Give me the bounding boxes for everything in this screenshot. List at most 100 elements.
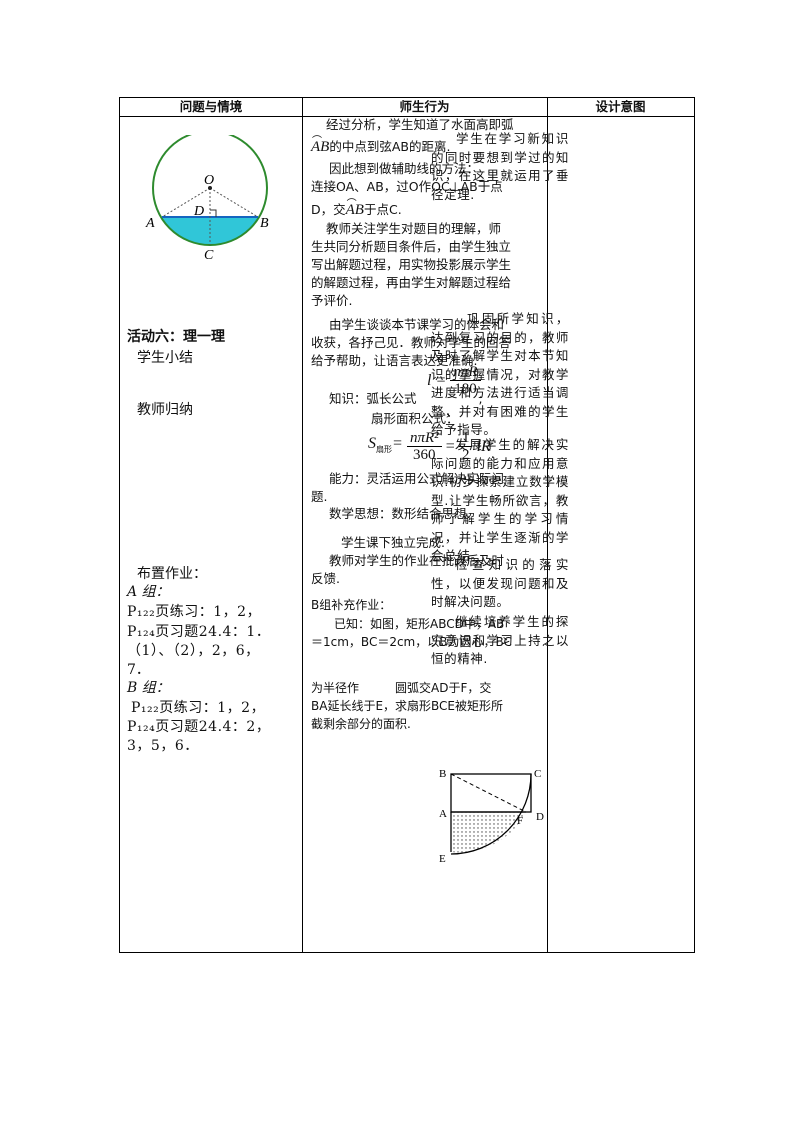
student-summary-label: 学生小结 (137, 350, 193, 366)
column-divider (547, 98, 548, 952)
analysis-line5-end: 于点C. (363, 202, 402, 217)
teacher-focus-line5: 予评价. (311, 293, 353, 308)
group-b-problem-line2: ＝1cm，BC＝2cm，以B为圆心，BC (311, 635, 512, 649)
label-b: B (439, 768, 446, 780)
formula1-denominator: 180 (454, 381, 477, 397)
label-c: C (204, 248, 214, 263)
label-d: D (536, 811, 544, 823)
arc-ab-symbol-2: ⌒AB (345, 199, 364, 218)
reflection-line2: 收获，各抒己见．教师对学生的回答 (311, 335, 512, 350)
arc-mark-icon: ⌒ (346, 199, 357, 210)
formula2-half-den: 2 (461, 447, 470, 463)
rectangle-abcd (450, 773, 532, 813)
analysis-line1: 经过分析，学生知道了水面高即弧 (326, 117, 514, 132)
teacher-summary-label: 教师归纳 (137, 402, 193, 418)
circle-chord-figure: O D A B C (145, 135, 269, 263)
lesson-table: 问题与情境 师生行为 设计意图 (119, 97, 695, 953)
label-a: A (439, 808, 447, 820)
group-b-problem-line3: 为半径作 圆弧交AD于F，交 (311, 681, 492, 695)
header-divider (120, 116, 694, 117)
label-c: C (534, 768, 541, 780)
arc-mark-icon: ⌒ (312, 136, 322, 147)
group-a-line1: P₁₂₂页练习：1，2， (127, 604, 262, 620)
reflection-line1: 由学生谈谈本节课学习的体会和 (329, 317, 505, 332)
arc-ce (450, 773, 532, 855)
teacher-focus-line1: 教师关注学生对题目的理解，师 (326, 221, 502, 236)
formula2-half-num: 1 (458, 430, 473, 447)
activity-six-title: 活动六：理一理 (127, 329, 225, 346)
teacher-focus-line2: 生共同分析题目条件后，由学生独立 (311, 239, 512, 254)
formula2-subscript: 扇形 (376, 445, 392, 455)
label-b: B (260, 216, 269, 231)
right-angle-mark (210, 209, 217, 217)
knowledge-arc-length-label: 知识：弧长公式; (329, 391, 483, 406)
group-a-line3: （1）、（2），2，6， (127, 643, 260, 659)
segment-ob (209, 187, 259, 218)
formula2-s: S (368, 434, 376, 452)
header-problem-context: 问题与情境 (179, 99, 243, 114)
group-b-line1: P₁₂₂页练习：1，2， (131, 700, 266, 716)
header-teacher-student: 师生行为 (399, 99, 450, 114)
segment-oa (161, 187, 211, 218)
arc-ab-symbol: ⌒AB (311, 136, 330, 155)
ability-line1: 能力：灵活运用公式解决实际问 (329, 471, 505, 486)
knowledge-text: 知识：弧长公式 (329, 391, 417, 406)
label-e: E (439, 853, 446, 865)
group-b-problem-line4: BA延长线于E，求扇形BCE被矩形所 (311, 699, 504, 713)
analysis-line2-text: 的中点到弦AB的距离. (329, 139, 451, 154)
rectangle-sector-figure: B C A D F E (439, 768, 544, 865)
ability-line2: 题. (311, 489, 328, 504)
column-divider (302, 98, 303, 952)
intent-paragraph-3: 发展学生的解决实际问题的能力和应用意识.初步探索建立数学模型.让学生畅所欲言，教… (431, 437, 569, 563)
header-design-intent: 设计意图 (595, 99, 646, 114)
homework-label: 布置作业： (137, 566, 207, 582)
homework-behavior-line1: 学生课下独立完成. (341, 535, 445, 550)
group-b-line2: P₁₂₄页习题24.4：2， (127, 719, 271, 735)
homework-behavior-line3: 反馈. (311, 571, 340, 586)
intent-paragraph-4: 检查知识的落实性，以便发现问题和及时解决问题。 (431, 557, 569, 609)
formula2-lhs: S扇形= (368, 434, 403, 455)
sector-area-label: 扇形面积公式： (371, 411, 459, 426)
formula2-denominator: 360 (413, 447, 436, 463)
group-b-problem-line5: 截剩余部分的面积. (311, 717, 411, 731)
segment-bf (450, 773, 527, 813)
group-a-label: A 组： (127, 584, 170, 600)
group-a-line2: P₁₂₄页习题24.4：1． (127, 624, 271, 640)
formula2-numerator: nπR² (406, 430, 442, 447)
center-point (208, 186, 212, 190)
label-d: D (193, 204, 204, 219)
formula1-numerator: nπR (450, 364, 481, 381)
activity-six-title-text: 活动六：理一理 (127, 329, 225, 345)
group-b-line3: 3，5，6． (127, 738, 199, 754)
group-b-problem-line1: 已知：如图，矩形ABCD中，AB (334, 617, 505, 631)
analysis-line2: ⌒AB的中点到弦AB的距离. (311, 136, 451, 156)
arc-ab-text-2: AB (345, 202, 364, 218)
reflection-line3: 给予帮助，让语言表达更准确. (311, 353, 478, 368)
teacher-focus-line3: 写出解题过程，用实物投影展示学生 (311, 257, 512, 272)
group-b-label: B 组： (127, 680, 170, 696)
group-a-line4: 7． (127, 662, 150, 678)
math-thought-line: 数学思想：数形结合思想. (329, 506, 471, 521)
analysis-line5: D，交⌒AB于点C. (311, 199, 402, 219)
analysis-line3: 因此想到做辅助线的方法： (329, 161, 480, 176)
group-b-extra-title: B组补充作业： (311, 598, 392, 612)
analysis-line4: 连接OA、AB，过O作OC⊥AB于点 (311, 179, 503, 194)
intent-paragraph-2: 巩固所学知识，达到复习的目的，教师及时了解学生对本节知识的掌握情况，对教学进度和… (431, 311, 569, 437)
teacher-focus-line4: 的解题过程，再由学生对解题过程给 (311, 275, 512, 290)
water-segment (160, 217, 260, 245)
arc-ab-text: AB (311, 139, 330, 155)
intent-paragraph-5: 继续培养学生的探究意识和学习上持之以恒的精神. (431, 614, 569, 666)
formula1-lhs: l = (427, 372, 447, 389)
label-f: F (517, 815, 523, 827)
label-o: O (204, 173, 214, 188)
label-a: A (145, 216, 155, 231)
formula2-tail: lR (476, 438, 491, 455)
intent-paragraph-1: 学生在学习新知识的同时要想到学过的知识，在这里就运用了垂径定理. (431, 131, 569, 202)
homework-behavior-line2: 教师对学生的作业在批改后及时 (329, 553, 505, 568)
